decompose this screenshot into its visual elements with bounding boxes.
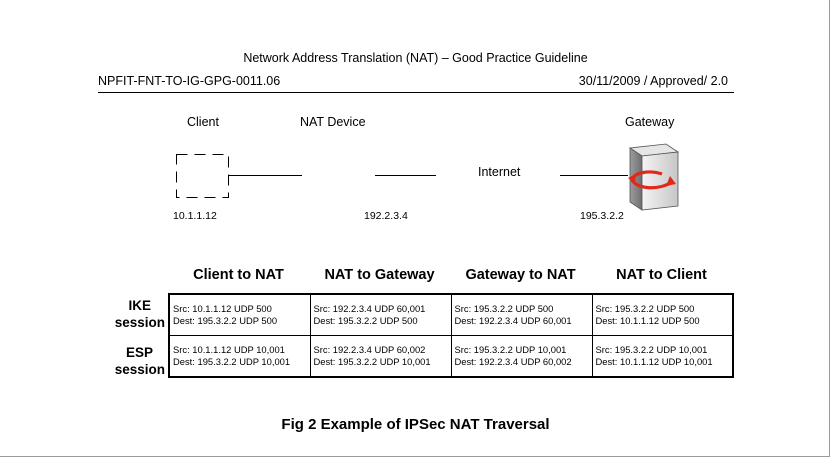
row-header-esp-line1: ESP	[125, 345, 153, 360]
document-date-status: 30/11/2009 / Approved/ 2.0	[578, 74, 728, 88]
nat-device-label: NAT Device	[300, 115, 366, 129]
cell-src: Src: 195.3.2.2 UDP 10,001	[595, 344, 708, 355]
cell-src: Src: 195.3.2.2 UDP 10,001	[454, 344, 567, 355]
row-header-ike-line2: session	[114, 315, 165, 330]
client-ip: 10.1.1.12	[173, 210, 217, 222]
column-header-nat-to-client: NAT to Client	[616, 267, 707, 283]
row-header-ike-line1: IKE	[128, 298, 151, 313]
gateway-server-icon	[628, 143, 680, 211]
cell-dest: Dest: 195.3.2.2 UDP 500	[313, 315, 418, 326]
cell-src: Src: 10.1.1.12 UDP 10,001	[173, 344, 285, 355]
nat-internet-link	[375, 175, 436, 176]
cell-src: Src: 192.2.3.4 UDP 60,002	[313, 344, 426, 355]
cell-dest: Dest: 10.1.1.12 UDP 10,001	[595, 356, 713, 367]
cell-dest: Dest: 195.3.2.2 UDP 10,001	[173, 356, 291, 367]
cell-src: Src: 192.2.3.4 UDP 60,001	[313, 303, 426, 314]
header-rule	[98, 92, 734, 93]
cell-dest: Dest: 192.2.3.4 UDP 60,002	[454, 356, 572, 367]
internet-gateway-link	[560, 175, 628, 176]
internet-label: Internet	[478, 165, 521, 179]
column-header-gateway-to-nat: Gateway to NAT	[465, 267, 576, 283]
cell-src: Src: 195.3.2.2 UDP 500	[454, 303, 554, 314]
column-header-client-to-nat: Client to NAT	[193, 267, 284, 283]
document-id: NPFIT-FNT-TO-IG-GPG-0011.06	[98, 74, 281, 88]
cell-dest: Dest: 195.3.2.2 UDP 500	[173, 315, 278, 326]
cell-dest: Dest: 195.3.2.2 UDP 10,001	[313, 356, 431, 367]
cell-dest: Dest: 192.2.3.4 UDP 60,001	[454, 315, 572, 326]
row-header-ike: IKE session	[99, 297, 165, 331]
client-nat-link	[228, 175, 302, 176]
column-header-nat-to-gateway: NAT to Gateway	[324, 267, 435, 283]
client-label: Client	[187, 115, 219, 129]
gateway-ip: 195.3.2.2	[580, 210, 624, 222]
gateway-label: Gateway	[625, 115, 675, 129]
document-title: Network Address Translation (NAT) – Good…	[243, 51, 588, 65]
cell-dest: Dest: 10.1.1.12 UDP 500	[595, 315, 700, 326]
cell-src: Src: 10.1.1.12 UDP 500	[173, 303, 272, 314]
figure-caption: Fig 2 Example of IPSec NAT Traversal	[281, 416, 550, 433]
row-header-esp-line2: session	[114, 362, 165, 377]
row-header-esp: ESP session	[99, 344, 165, 378]
client-computer-icon	[176, 154, 229, 198]
nat-ip: 192.2.3.4	[364, 210, 408, 222]
cell-src: Src: 195.3.2.2 UDP 500	[595, 303, 695, 314]
